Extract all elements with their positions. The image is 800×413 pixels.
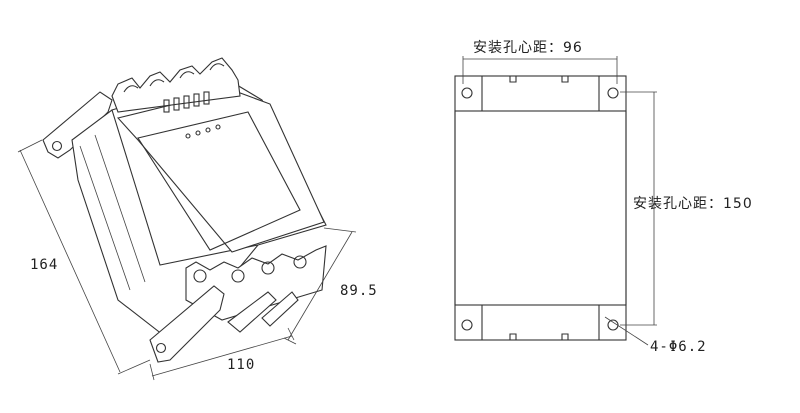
hole-spec-callout: 4-Φ6.2 [604,316,707,355]
vertical-hole-spacing-label: 安装孔心距：150 [633,196,753,212]
mounting-hole-top-right [607,87,619,99]
horizontal-hole-spacing-dimension: 安装孔心距：96 [462,40,618,84]
top-view: 安装孔心距：96 安装孔心距：150 4-Φ6.2 [454,40,753,355]
bottom-mounting-hole [155,342,167,354]
width-label: 110 [227,357,255,373]
top-terminals [111,57,241,113]
indicator-led [215,124,221,130]
depth-label: 89.5 [340,283,378,299]
indicator-led [195,130,201,136]
height-dimension: 164 [17,139,151,375]
outer-outline [454,75,627,341]
top-mounting-hole [51,140,63,152]
horizontal-hole-spacing-label: 安装孔心距：96 [473,40,583,56]
mounting-hole-bottom-left [461,319,473,331]
width-dimension: 110 [149,327,295,381]
hole-spec-label: 4-Φ6.2 [650,339,707,355]
indicator-led [205,127,211,133]
bottom-mounting-flange [149,285,299,363]
vertical-hole-spacing-dimension: 安装孔心距：150 [620,91,753,326]
indicator-led [185,133,191,139]
depth-dimension: 89.5 [283,227,378,345]
mounting-hole-top-left [461,87,473,99]
isometric-view: 164 89.5 110 [17,57,378,381]
height-label: 164 [30,257,58,273]
